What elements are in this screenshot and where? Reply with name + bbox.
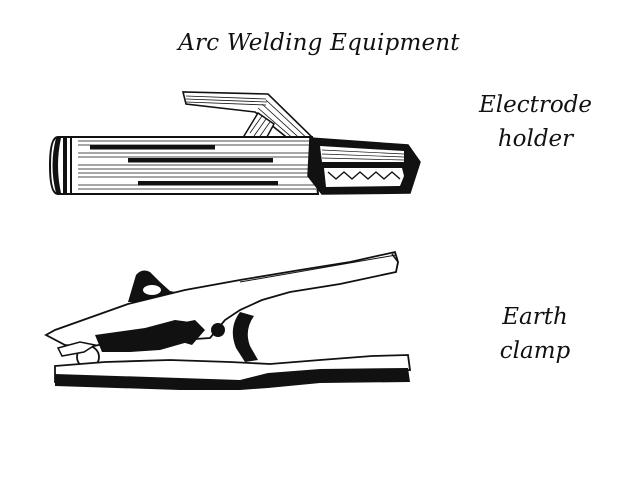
diagram-title: Arc Welding Equipment (178, 30, 460, 56)
electrode-holder-handle (48, 136, 320, 195)
earth-clamp-lower-arm (54, 354, 412, 390)
earth-clamp-illustration (44, 250, 412, 390)
earth-clamp-spring (232, 312, 258, 362)
earth-clamp-label-line2: clamp (499, 338, 571, 364)
electrode-holder-label-line2: holder (497, 126, 574, 152)
earth-clamp-pivot (56, 320, 225, 369)
electrode-holder-label-line1: Electrode (478, 92, 593, 118)
earth-clamp-label-line1: Earth (502, 304, 568, 330)
earth-clamp-label: Earth clamp (480, 300, 590, 368)
electrode-holder-label: Electrode holder (468, 88, 603, 156)
electrode-holder-jaw (307, 137, 421, 195)
electrode-holder-illustration (48, 91, 421, 195)
